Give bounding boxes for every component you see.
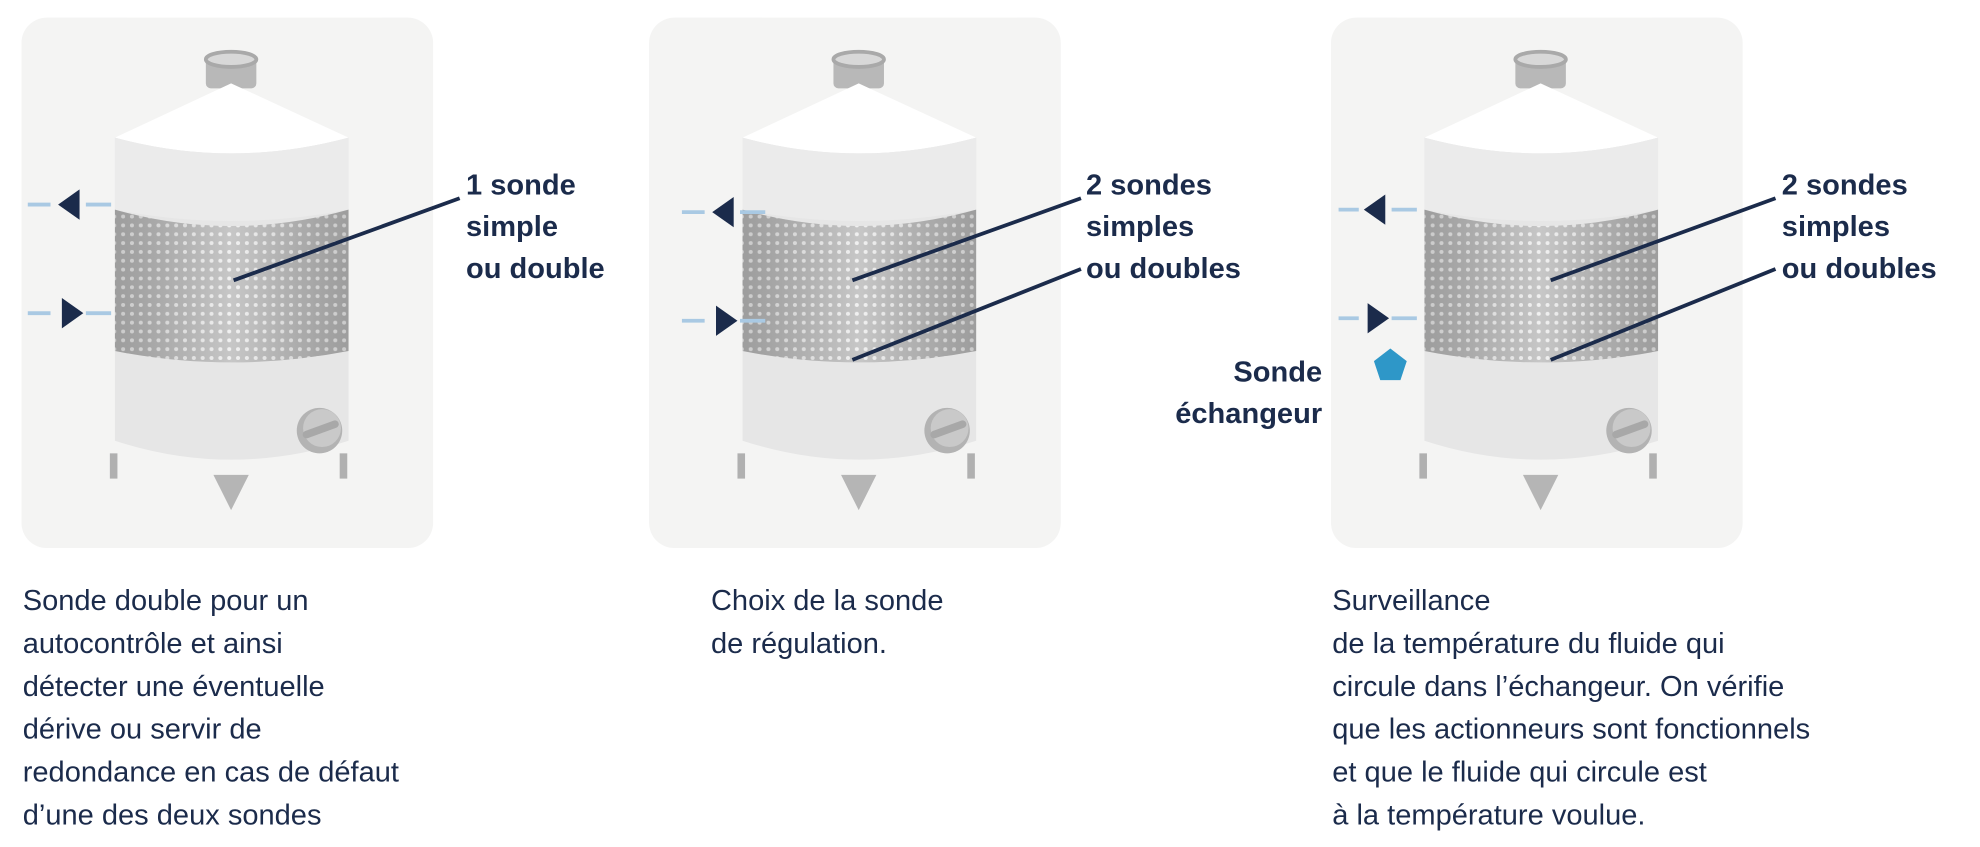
inlet-arrow-icon: [716, 305, 738, 336]
label-line: simples: [1781, 209, 1890, 243]
probe-leader-line: [1550, 267, 1777, 362]
probe-leader-line: [1550, 196, 1777, 283]
inlet-arrow-icon: [61, 298, 84, 329]
probe-leader-line: [232, 196, 461, 283]
label-line: 2 sondes: [1781, 167, 1908, 201]
label-line: simple: [465, 209, 558, 243]
probe-label-1: 1 sonde simple ou double: [466, 164, 605, 289]
label-line: échangeur: [1175, 396, 1323, 430]
exchanger-probe-icon: [1373, 348, 1407, 381]
inlet-arrow-icon: [1367, 303, 1390, 334]
outlet-arrow-icon: [58, 189, 80, 220]
tank-panel-2: [649, 17, 1061, 549]
exchanger-probe-label: Sonde échangeur: [1175, 351, 1322, 434]
label-line: ou doubles: [1086, 251, 1241, 285]
label-line: ou double: [465, 251, 605, 285]
label-line: Sonde: [1233, 354, 1323, 388]
tank-panel-3: [1330, 17, 1743, 549]
outlet-arrow-icon: [1363, 194, 1386, 225]
outlet-arrow-icon: [712, 196, 734, 228]
tank-panel-1: [21, 17, 434, 549]
label-line: 2 sondes: [1086, 167, 1212, 201]
label-line: 1 sonde: [465, 167, 576, 201]
flow-arrows-1: [27, 189, 112, 329]
probe-label-2: 2 sondes simples ou doubles: [1086, 164, 1241, 289]
caption-1: Sonde double pour un autocontrôle et ain…: [22, 583, 400, 831]
probe-leader-line: [851, 196, 1082, 283]
label-line: simples: [1086, 209, 1195, 243]
caption-3: Surveillance de la température du fluide…: [1332, 583, 1811, 831]
flow-arrows-2: [681, 196, 766, 336]
probe-leader-line: [851, 267, 1082, 362]
label-line: ou doubles: [1781, 251, 1937, 285]
probe-label-3: 2 sondes simples ou doubles: [1782, 164, 1937, 289]
flow-arrows-3: [1338, 194, 1417, 334]
caption-2: Choix de la sonde de régulation.: [710, 583, 944, 660]
